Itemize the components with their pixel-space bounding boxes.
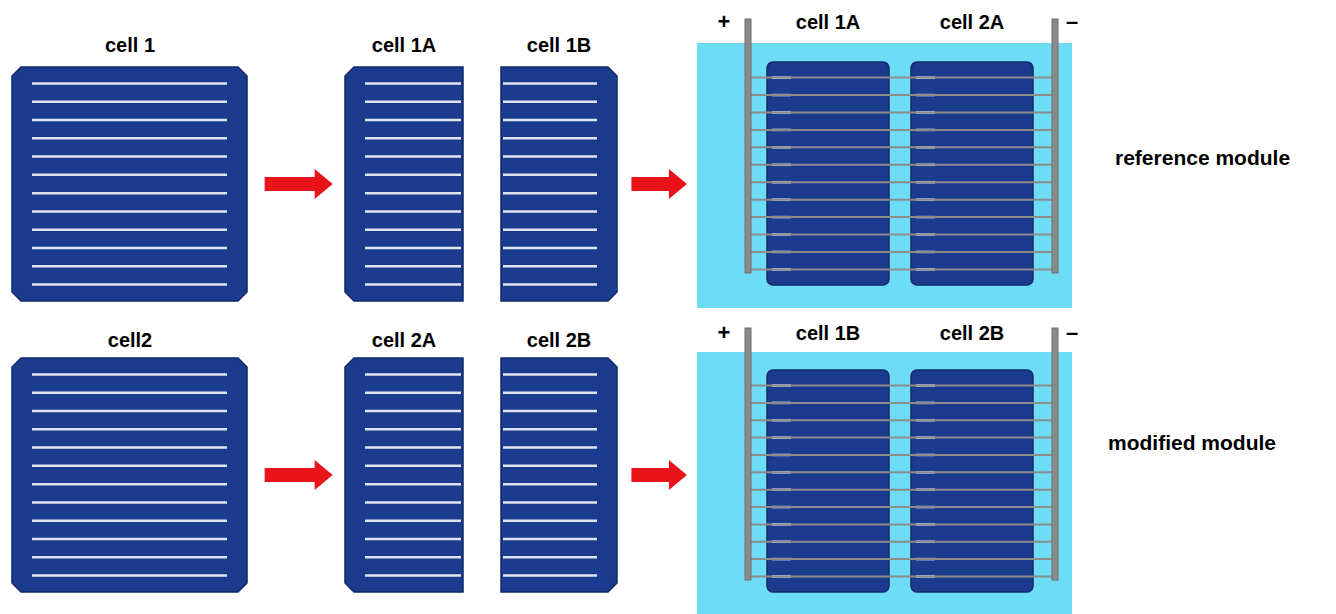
cell-outline <box>501 67 617 301</box>
module-name: modified module <box>1108 431 1276 455</box>
cell-outline <box>501 358 617 592</box>
process-arrow <box>631 169 687 199</box>
process-arrow <box>631 460 687 490</box>
terminal-sign: – <box>1066 11 1078 33</box>
cell-label: cell 1A <box>372 34 436 57</box>
cell-label: cell 1B <box>527 34 591 57</box>
module-name: reference module <box>1115 146 1290 170</box>
solar-cell: cell2 <box>12 358 247 592</box>
cell-outline <box>12 358 247 592</box>
solar-cell: cell 2B <box>501 358 617 592</box>
cell-label: cell 2B <box>940 322 1004 345</box>
cell-label: cell 2B <box>527 329 591 352</box>
cell-label: cell 2A <box>940 11 1004 34</box>
cell-outline <box>345 67 463 301</box>
cell-label: cell2 <box>108 329 152 352</box>
ribbon-wiring <box>697 352 1072 614</box>
solar-cell: cell 1A <box>345 67 463 301</box>
terminal-sign: + <box>718 11 731 33</box>
cell-label: cell 2A <box>372 329 436 352</box>
terminal-sign: – <box>1066 322 1078 344</box>
pv-module: modified modulecell 1Bcell 2B <box>697 352 1072 614</box>
process-arrow <box>265 169 333 199</box>
solar-cell: cell 1 <box>12 67 247 301</box>
pv-module: reference modulecell 1Acell 2A <box>697 43 1072 308</box>
cell-outline <box>12 67 247 301</box>
ribbon-wiring <box>697 43 1072 308</box>
cell-label: cell 1A <box>796 11 860 34</box>
cell-label: cell 1B <box>796 322 860 345</box>
solar-cell: cell 2A <box>345 358 463 592</box>
cell-outline <box>345 358 463 592</box>
cell-label: cell 1 <box>105 34 155 57</box>
process-arrow <box>265 460 333 490</box>
solar-cell: cell 1B <box>501 67 617 301</box>
terminal-sign: + <box>718 322 731 344</box>
